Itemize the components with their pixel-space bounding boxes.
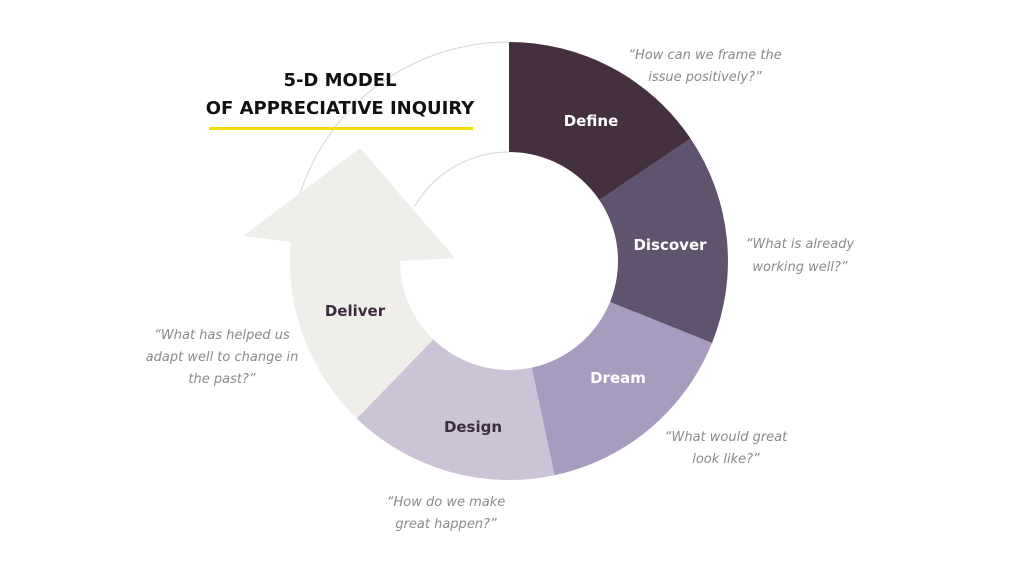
label-define: Define — [564, 112, 619, 130]
quote-discover-1: “What is already — [746, 237, 855, 252]
quote-design-1: “How do we make — [387, 495, 506, 510]
quote-deliver-3: the past?” — [188, 372, 255, 387]
segment-dream — [531, 302, 712, 476]
segment-define — [509, 42, 691, 201]
outline-outer-arc — [296, 41, 510, 205]
label-design: Design — [444, 418, 502, 436]
label-discover: Discover — [633, 236, 707, 254]
quote-dream-1: “What would great — [665, 430, 788, 445]
outline-inner-arc — [414, 151, 510, 207]
title-line-1: 5-D MODEL — [283, 70, 396, 91]
quote-define-1: “How can we frame the — [628, 48, 782, 63]
title-line-2: OF APPRECIATIVE INQUIRY — [206, 98, 475, 119]
quote-design-2: great happen?” — [395, 517, 497, 532]
title-underline — [209, 127, 473, 130]
segment-design — [356, 339, 555, 480]
label-deliver: Deliver — [325, 302, 386, 320]
label-dream: Dream — [590, 369, 646, 387]
quote-dream-2: look like?” — [692, 452, 760, 467]
quote-discover-2: working well?” — [752, 260, 847, 275]
segment-discover — [599, 138, 728, 343]
segment-deliver-arrow — [243, 148, 455, 419]
quote-deliver-1: “What has helped us — [154, 328, 290, 343]
quote-define-2: issue positively?” — [648, 70, 762, 85]
quote-deliver-2: adapt well to change in — [146, 350, 299, 365]
